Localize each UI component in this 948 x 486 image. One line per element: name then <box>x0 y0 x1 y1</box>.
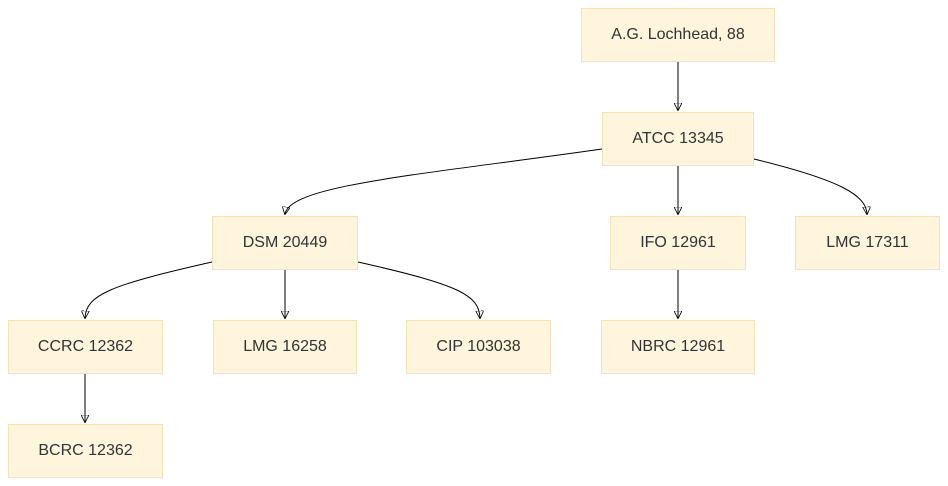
node-dsm: DSM 20449 <box>212 216 358 270</box>
node-atcc: ATCC 13345 <box>602 112 754 166</box>
node-ccrc: CCRC 12362 <box>8 320 163 374</box>
node-cip: CIP 103038 <box>406 320 551 374</box>
node-ifo: IFO 12961 <box>610 216 746 270</box>
node-lmg16258: LMG 16258 <box>213 320 357 374</box>
node-bcrc: BCRC 12362 <box>8 424 163 478</box>
node-nbrc: NBRC 12961 <box>601 320 755 374</box>
edge-atcc-lmg17311 <box>753 158 867 214</box>
node-lmg17311: LMG 17311 <box>795 216 940 270</box>
edge-atcc-dsm <box>285 148 603 214</box>
edge-dsm-cip <box>357 261 480 318</box>
node-lochhead: A.G. Lochhead, 88 <box>581 8 775 62</box>
edge-dsm-ccrc <box>85 261 213 318</box>
